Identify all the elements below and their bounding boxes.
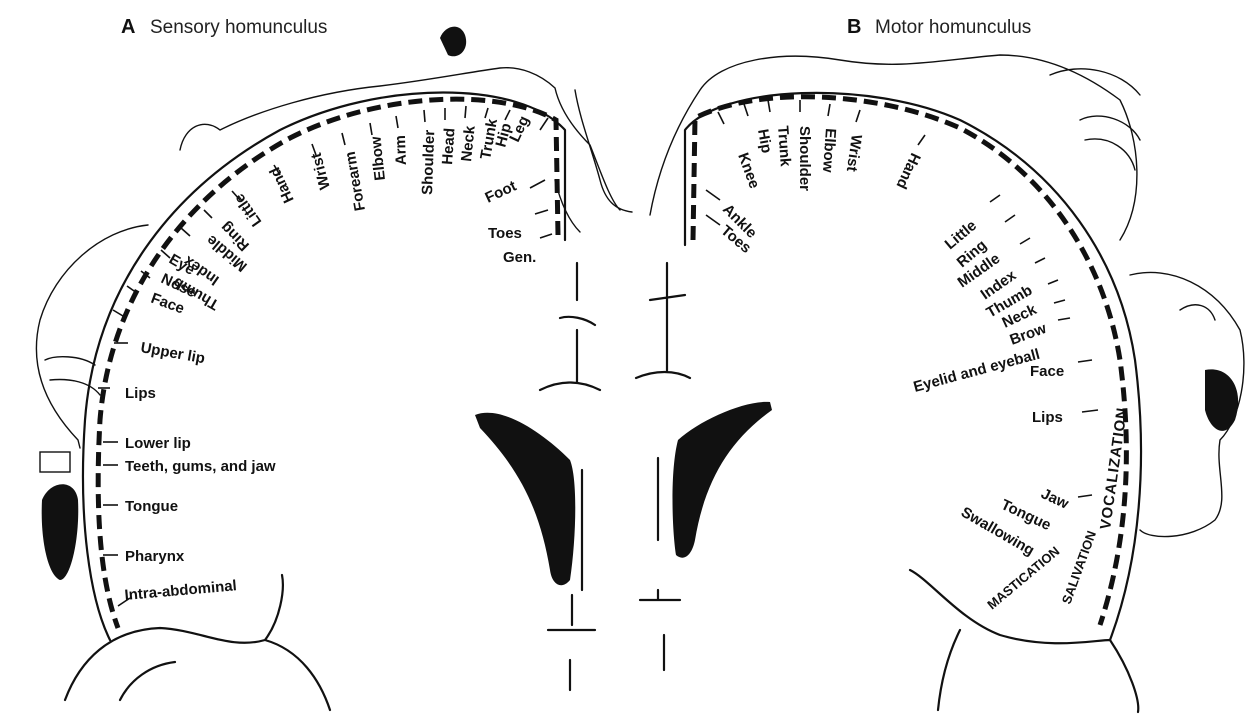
sensory-label-lower-lip: Lower lip [125,435,191,452]
midline-right-top [636,263,690,378]
right-ventricle [673,402,773,558]
sensory-label-pharynx: Pharynx [125,548,185,565]
motor-label-wrist: Wrist [843,133,865,172]
sensory-label-wrist: Wrist [308,151,334,191]
brain-midline [475,263,772,690]
sensory-label-upper-lip: Upper lip [139,339,206,367]
sensory-label-trunk: Trunk [477,117,501,161]
motor-hemisphere: Knee Hip Trunk Shoulder Elbow Wrist Hand… [650,55,1244,712]
motor-label-hand: Hand [893,150,924,191]
motor-label-elbow: Elbow [819,128,839,174]
sensory-face-figure [36,225,148,448]
panel-a-letter: A [121,16,135,38]
sensory-label-intra-abdominal: Intra-abdominal [124,577,238,604]
sensory-foot-figure [555,90,632,232]
sensory-label-tongue: Tongue [125,498,178,515]
sensory-label-hand: Hand [266,164,297,205]
sensory-teeth-shape [40,452,70,472]
motor-ticks [706,100,1098,497]
sensory-label-neck: Neck [458,124,479,162]
sensory-label-foot: Foot [483,177,520,206]
sensory-label-forearm: Forearm [342,150,369,212]
sensory-label-teeth: Teeth, gums, and jaw [125,458,276,475]
motor-label-lips: Lips [1032,409,1063,426]
sensory-label-head: Head [439,127,459,165]
left-ventricle [475,413,575,585]
motor-label-shoulder: Shoulder [796,126,813,191]
sensory-label-lips: Lips [125,385,156,402]
panel-b-title: Motor homunculus [875,17,1031,38]
midline-left-top [540,263,600,390]
motor-label-jaw: Jaw [1038,485,1071,513]
sensory-head-figure [440,27,466,57]
motor-base-lines [910,570,1138,712]
motor-label-hip: Hip [754,128,775,155]
motor-label-trunk: Trunk [774,125,794,168]
motor-mouth-shape [1205,369,1238,431]
motor-label-knee: Knee [734,151,763,191]
sensory-tongue-shape [42,484,79,580]
sensory-label-shoulder: Shoulder [419,129,438,195]
panel-b-letter: B [847,16,861,38]
motor-label-salivation: SALIVATION [1059,529,1099,606]
sensory-hemisphere: Leg Hip Trunk Neck Head Shoulder Arm Elb… [36,27,632,710]
motor-label-vocalization: VOCALIZATION [1097,406,1131,531]
sensory-label-elbow: Elbow [367,135,389,181]
sensory-label-arm: Arm [392,135,410,166]
panel-a-title: Sensory homunculus [150,17,327,38]
motor-label-face: Face [1030,363,1064,380]
sensory-label-toes: Toes [488,225,522,242]
midline-bottom [548,590,680,690]
motor-label-eyelid: Eyelid and eyeball [912,346,1042,396]
sensory-label-gen: Gen. [503,249,536,266]
